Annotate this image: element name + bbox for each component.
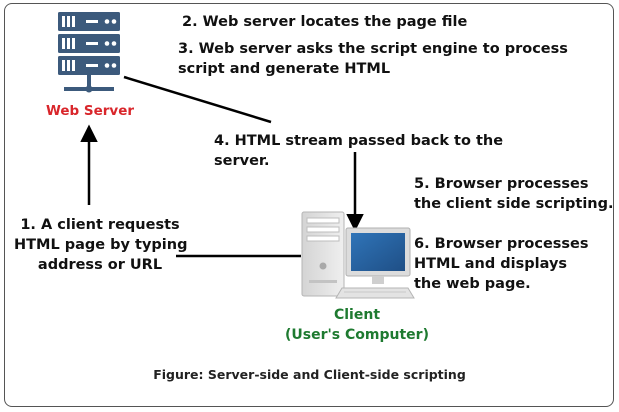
step-4-text: 4. HTML stream passed back to the server… (214, 131, 503, 171)
server-to-step4-line (123, 75, 272, 124)
server-unit-2 (58, 34, 120, 53)
step-6-line-1: 6. Browser processes (414, 236, 589, 252)
client-label-line-1: Client (333, 307, 381, 323)
step-2-text: 2. Web server locates the page file (182, 12, 467, 32)
computer-keyboard (335, 287, 415, 299)
step-2-line-1: 2. Web server locates the page file (182, 14, 468, 30)
client-label: Client (User's Computer) (262, 305, 452, 345)
server-unit-3 (58, 56, 120, 75)
step-1-text: 1. A client requests HTML page by typing… (14, 215, 188, 275)
server-network-stand (64, 75, 114, 93)
step-1-line-1: 1. A client requests (20, 217, 180, 233)
server-unit-1 (58, 12, 120, 31)
computer-monitor (345, 227, 411, 284)
client-label-line-2: (User's Computer) (285, 327, 429, 343)
step-4-line-2: server. (214, 153, 270, 169)
server-rack-icon (58, 12, 120, 93)
step-6-line-3: the web page. (414, 276, 531, 292)
desktop-computer-icon (301, 211, 415, 299)
step-6-line-2: HTML and displays (414, 256, 568, 272)
step-5-text: 5. Browser processes the client side scr… (414, 174, 614, 214)
step-5-line-2: the client side scripting. (414, 196, 614, 212)
step-5-line-1: 5. Browser processes (414, 176, 589, 192)
step-3-line-1: 3. Web server asks the script engine to … (178, 41, 568, 57)
step-3-text: 3. Web server asks the script engine to … (178, 39, 568, 79)
step-1-line-3: address or URL (37, 257, 163, 273)
figure-caption: Figure: Server-side and Client-side scri… (153, 367, 466, 382)
computer-tower (301, 211, 345, 297)
web-server-label: Web Server (45, 103, 135, 119)
step-3-line-2: script and generate HTML (178, 61, 391, 77)
step-6-text: 6. Browser processes HTML and displays t… (414, 234, 589, 294)
step-4-line-1: 4. HTML stream passed back to the (214, 133, 504, 149)
step-1-line-2: HTML page by typing (14, 237, 188, 253)
